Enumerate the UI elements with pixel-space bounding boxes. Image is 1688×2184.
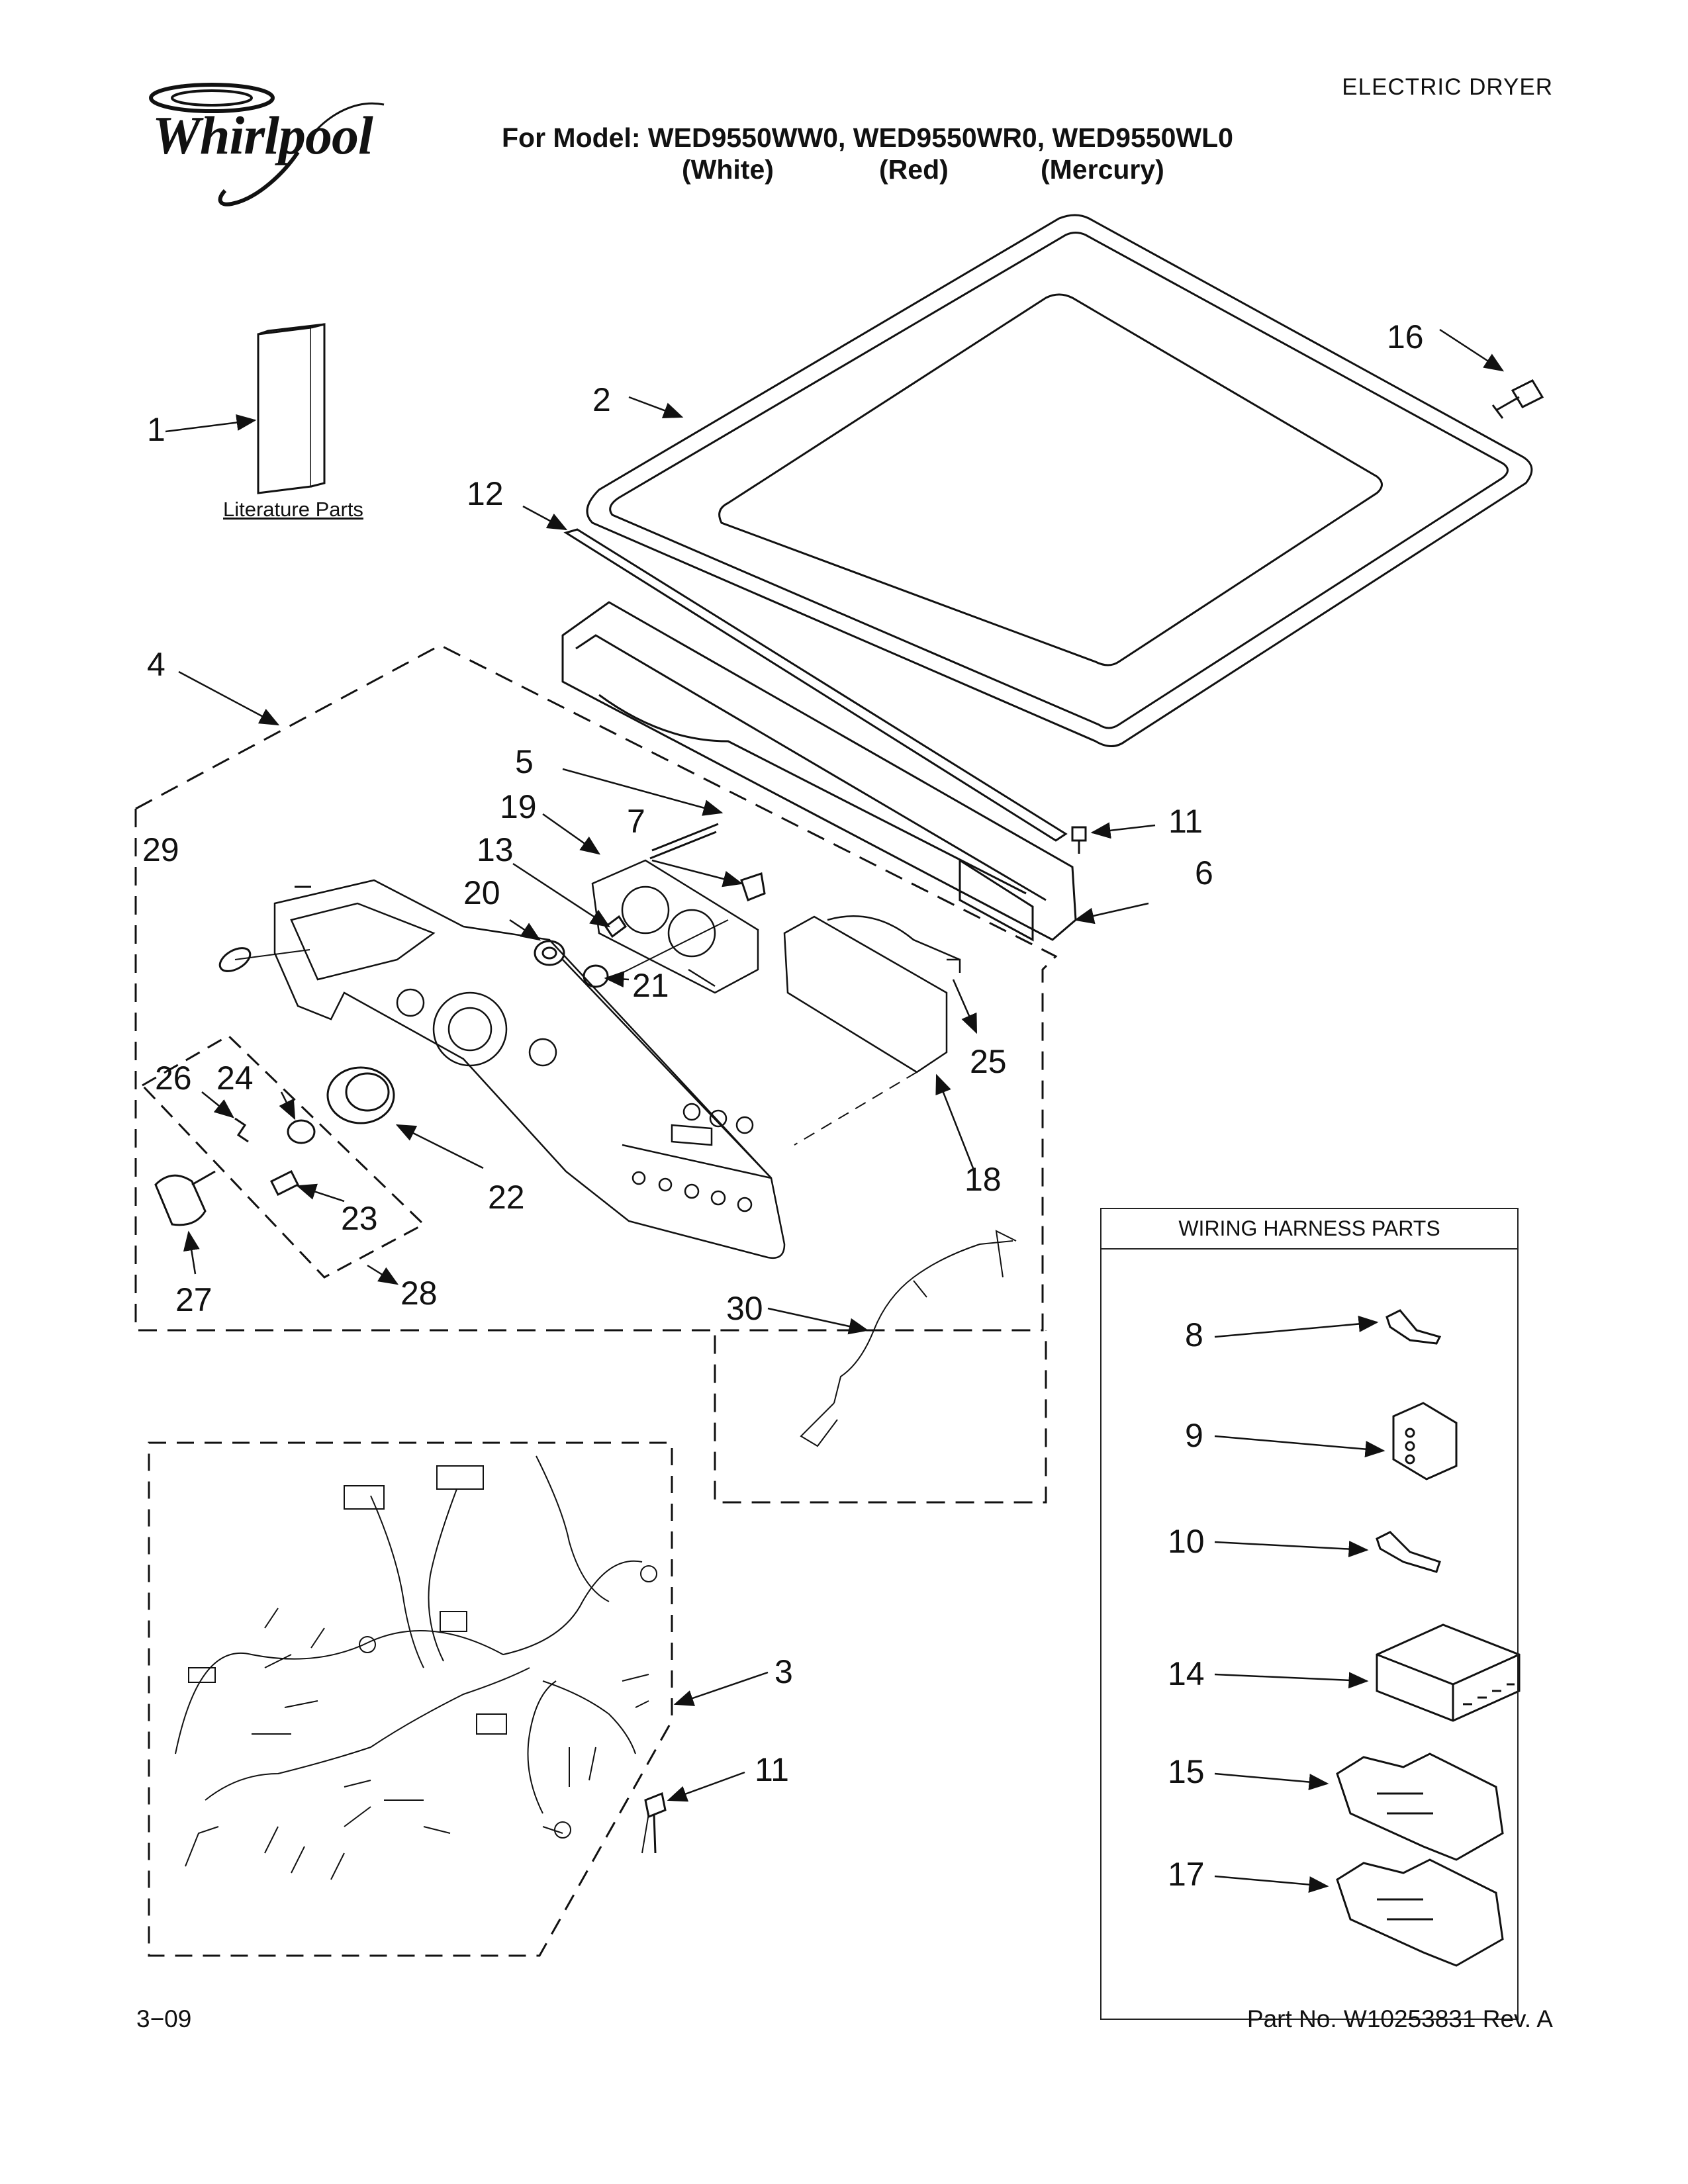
callout-9: 9 [1185,1417,1203,1454]
top-panel [586,214,1533,747]
wiring-harness-parts-title: WIRING HARNESS PARTS [1100,1208,1519,1250]
screw-11-bottom [644,1792,667,1854]
callout-10: 10 [1168,1523,1205,1560]
main-wiring-harness [175,1455,657,1880]
console-bracket [561,601,1077,942]
brand-wordmark: Whirlpool [152,105,373,165]
knob-20 [534,940,565,966]
callout-20: 20 [463,874,500,911]
date-code: 3−09 [136,2005,192,2032]
spring-26 [234,1117,249,1143]
whirlpool-swirl-icon [149,83,385,206]
color-mercury: (Mercury) [1041,154,1164,185]
terminal-8 [1385,1309,1442,1345]
document-type: ELECTRIC DRYER [1342,74,1553,100]
callout-25: 25 [970,1043,1007,1080]
bracket-7 [740,872,766,901]
callout-4: 4 [147,646,165,683]
callout-28: 28 [400,1275,438,1312]
wiring-harness-parts-box [1100,1208,1519,2020]
callout-1: 1 [147,411,165,448]
terminal-10 [1376,1531,1441,1573]
callout-8: 8 [1185,1316,1203,1353]
knob-24 [287,1119,316,1144]
color-red: (Red) [879,154,949,185]
color-white: (White) [682,154,774,185]
callout-3: 3 [774,1653,793,1690]
callout-13: 13 [477,831,514,868]
callout-11a: 11 [1168,803,1203,840]
callout-27: 27 [175,1281,212,1318]
callout-21: 21 [632,967,669,1004]
callout-2: 2 [592,381,611,418]
harness-30 [800,1230,1017,1447]
callout-18: 18 [964,1161,1002,1198]
front-strip [563,528,1068,842]
callout-12: 12 [467,475,504,512]
callout-29: 29 [142,831,179,868]
callout-19: 19 [500,788,537,825]
clip-13 [604,915,628,938]
callout-5: 5 [515,743,534,780]
knob-27 [154,1174,207,1226]
badge [218,947,252,972]
part-number: Part No. W10253831 Rev. A [1246,2005,1553,2032]
callout-23: 23 [341,1200,378,1237]
cable-tie [649,823,719,860]
callout-11b: 11 [755,1751,789,1788]
callout-17: 17 [1168,1856,1205,1893]
callout-22: 22 [488,1179,525,1216]
callout-6: 6 [1195,854,1213,891]
screw-16 [1491,379,1544,419]
control-board-25 [783,915,961,1073]
literature-booklet [257,323,326,494]
ring-21 [583,964,609,988]
whirlpool-logo [132,73,397,212]
literature-parts-label: Literature Parts [223,498,363,521]
callout-24: 24 [216,1060,254,1097]
console-panel [273,879,786,1259]
callout-15: 15 [1168,1753,1205,1790]
callout-26: 26 [155,1060,192,1097]
callout-14: 14 [1168,1655,1205,1692]
connector-14 [1376,1623,1521,1722]
model-list: For Model: WED9550WW0, WED9550WR0, WED95… [502,122,1233,153]
connector-9 [1392,1402,1458,1480]
connector-15 [1336,1752,1504,1861]
connector-17 [1336,1858,1504,1967]
knob-22 [326,1066,395,1124]
callout-16: 16 [1387,318,1424,355]
callout-30: 30 [726,1290,763,1327]
shaft-23 [269,1169,300,1197]
callout-7: 7 [627,803,645,840]
ui-board-19 [591,859,759,994]
